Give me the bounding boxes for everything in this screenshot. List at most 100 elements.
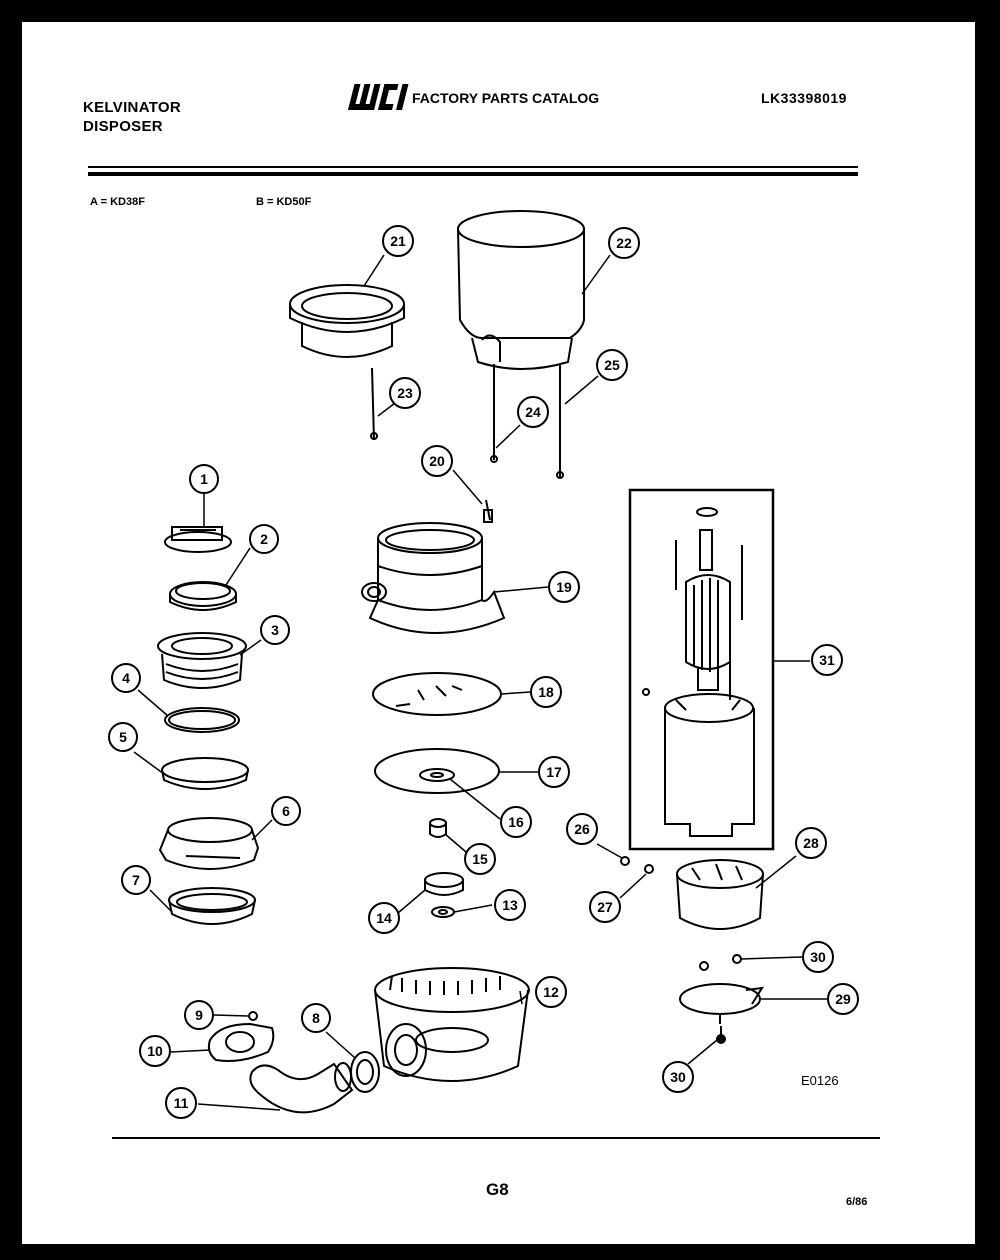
callout-21: 21	[382, 225, 414, 257]
callout-30-upper: 30	[802, 941, 834, 973]
model-a-label: A = KD38F	[90, 196, 145, 208]
callout-label: 24	[525, 404, 541, 420]
callout-label: 8	[312, 1010, 320, 1026]
callout-9: 9	[184, 1000, 214, 1030]
part-13-drawing	[431, 906, 455, 918]
callout-label: 4	[122, 670, 130, 686]
product-type: DISPOSER	[83, 118, 163, 135]
callout-8: 8	[301, 1003, 331, 1033]
callout-label: 3	[271, 622, 279, 638]
part-31-drawing	[642, 507, 755, 837]
callout-label: 20	[429, 453, 445, 469]
part-29-drawing	[679, 983, 764, 1024]
callout-label: 26	[574, 821, 590, 837]
callout-label: 11	[174, 1095, 189, 1111]
callout-31: 31	[811, 644, 843, 676]
catalog-title: FACTORY PARTS CATALOG	[412, 90, 600, 106]
callout-24: 24	[517, 396, 549, 428]
callout-label: 31	[819, 652, 835, 668]
callout-label: 27	[597, 899, 613, 915]
callout-label: 14	[376, 910, 392, 926]
callout-label: 21	[390, 233, 406, 249]
callout-label: 19	[556, 579, 572, 595]
part-21-drawing	[289, 284, 405, 441]
part-4-drawing	[164, 707, 240, 733]
callout-17: 17	[538, 756, 570, 788]
callout-23: 23	[389, 377, 421, 409]
callout-27: 27	[589, 891, 621, 923]
callout-4: 4	[111, 663, 141, 693]
callout-26: 26	[566, 813, 598, 845]
part-10-drawing	[207, 1022, 275, 1062]
callout-29: 29	[827, 983, 859, 1015]
callout-1: 1	[189, 464, 219, 494]
part-28-drawing	[676, 859, 764, 930]
catalog-sheet	[22, 22, 975, 1244]
part-15-drawing	[429, 818, 447, 838]
footer-rule	[112, 1137, 880, 1139]
callout-label: 10	[147, 1043, 163, 1059]
callout-label: 25	[604, 357, 620, 373]
callout-11: 11	[165, 1087, 197, 1119]
callout-label: 28	[803, 835, 819, 851]
drawing-code: E0126	[801, 1073, 839, 1088]
callout-label: 30	[810, 949, 826, 965]
callout-5: 5	[108, 722, 138, 752]
callout-label: 17	[546, 764, 562, 780]
callout-label: 23	[397, 385, 413, 401]
callout-label: 7	[132, 872, 140, 888]
brand-name: KELVINATOR	[83, 99, 182, 116]
callout-label: 30	[670, 1069, 686, 1085]
callout-10: 10	[139, 1035, 171, 1067]
part-8-drawing	[350, 1051, 380, 1093]
leader-lines	[133, 254, 827, 1111]
part-3-drawing	[157, 632, 247, 689]
callout-label: 12	[543, 984, 559, 1000]
part-26-drawing	[620, 856, 630, 866]
header-rule-thick	[88, 172, 858, 176]
part-1-drawing	[164, 526, 232, 553]
date-code: 6/86	[846, 1196, 868, 1208]
brand-block: KELVINATOR DISPOSER	[83, 98, 181, 136]
part-6-drawing	[158, 817, 260, 870]
part-30-upper-drawing	[699, 961, 709, 971]
callout-12: 12	[535, 976, 567, 1008]
callout-label: 29	[835, 991, 851, 1007]
callout-label: 16	[508, 814, 524, 830]
callout-14: 14	[368, 902, 400, 934]
part-18-drawing	[372, 672, 502, 716]
callout-15: 15	[464, 843, 496, 875]
part-5-drawing	[161, 757, 249, 790]
model-b-label: B = KD50F	[256, 196, 312, 208]
callout-22: 22	[608, 227, 640, 259]
callout-label: 18	[538, 684, 554, 700]
callout-6: 6	[271, 796, 301, 826]
callout-25: 25	[596, 349, 628, 381]
callout-28: 28	[795, 827, 827, 859]
callout-label: 5	[119, 729, 127, 745]
part-14-drawing	[424, 872, 464, 896]
callout-label: 1	[200, 471, 208, 487]
callout-13: 13	[494, 889, 526, 921]
wci-logo-icon	[348, 84, 409, 110]
page-code: G8	[486, 1180, 509, 1199]
callout-label: 15	[472, 851, 488, 867]
callout-2: 2	[249, 524, 279, 554]
callout-label: 13	[502, 897, 518, 913]
part-11-drawing	[249, 1062, 354, 1114]
part-7-drawing	[168, 887, 256, 925]
part-27-drawing	[644, 864, 654, 874]
part-20-drawing	[483, 499, 493, 523]
callout-3: 3	[260, 615, 290, 645]
callout-18: 18	[530, 676, 562, 708]
part-17-drawing	[374, 748, 500, 794]
callout-16: 16	[500, 806, 532, 838]
callout-19: 19	[548, 571, 580, 603]
part-12-drawing	[374, 967, 530, 1082]
part-30-lower-drawing	[716, 1026, 726, 1044]
part-22-drawing	[457, 210, 585, 479]
callout-label: 22	[616, 235, 632, 251]
callout-bubbles: 1 2 3 4 5 6 7 8 9 10 11 12 13 14 15 16 1…	[108, 225, 859, 1119]
catalog-part-number: LK33398019	[761, 90, 847, 106]
